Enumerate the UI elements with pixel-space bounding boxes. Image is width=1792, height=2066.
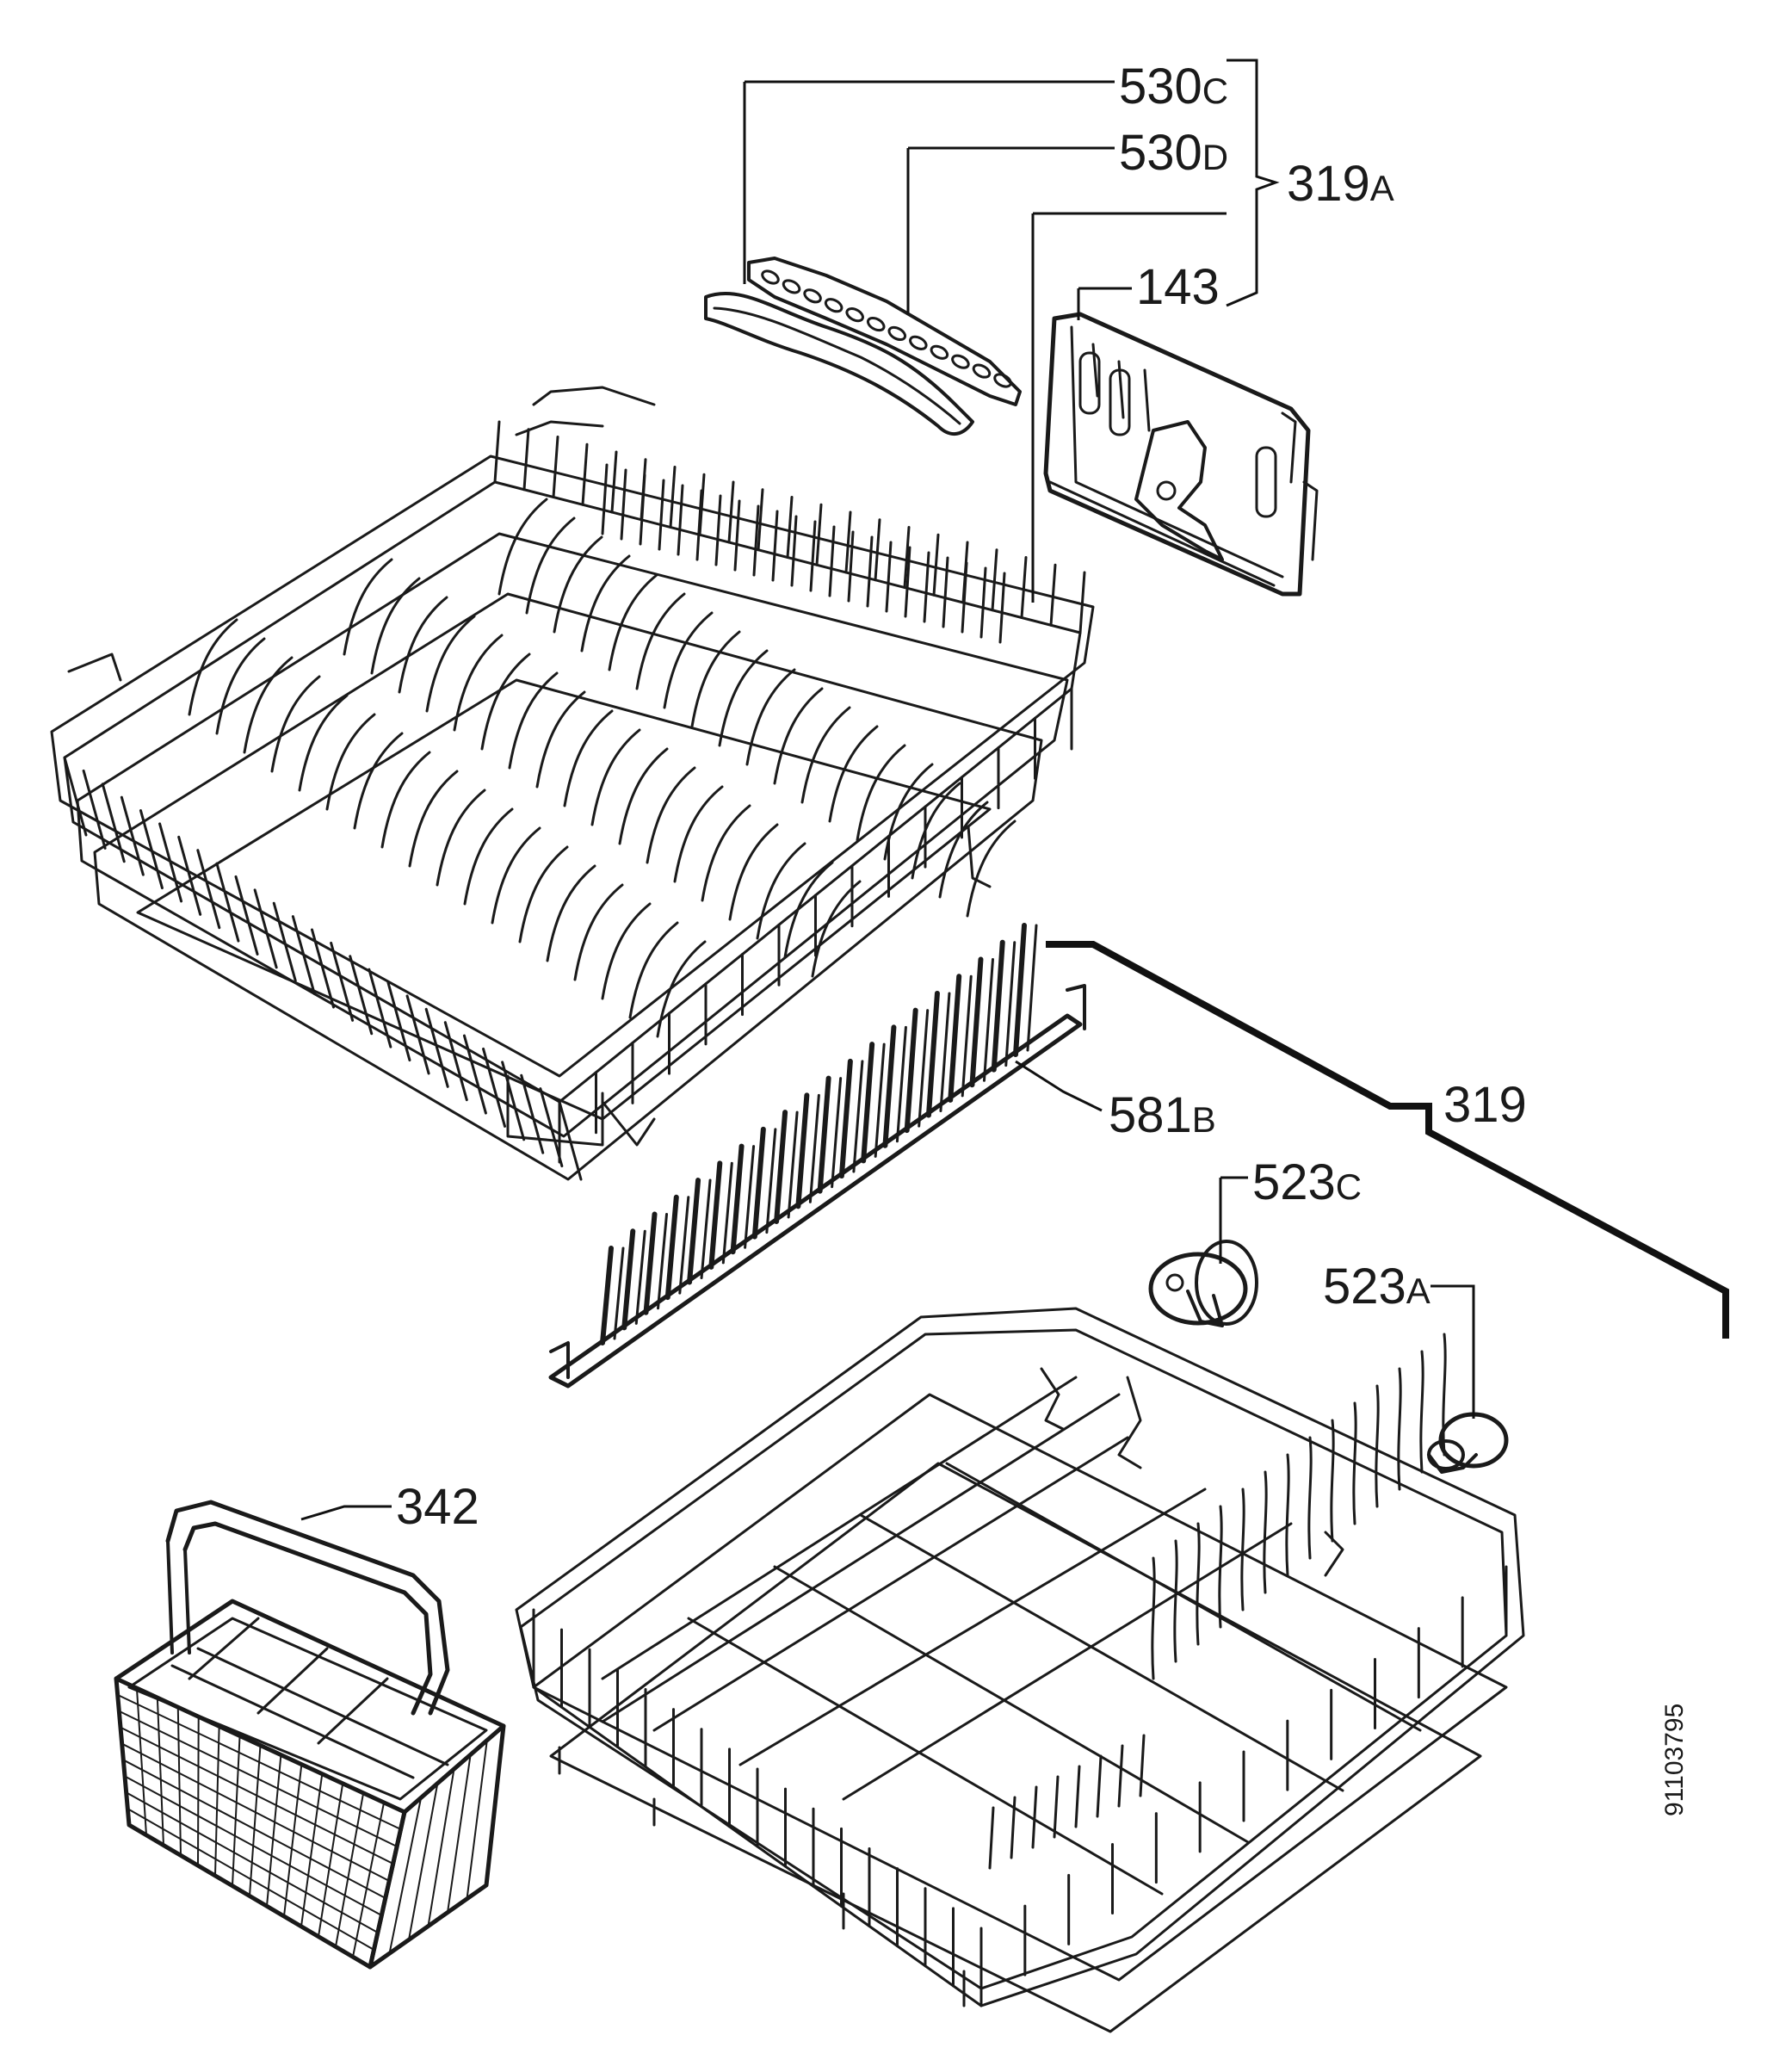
label-319a: 319A [1287, 156, 1394, 212]
upper-basket[interactable] [50, 386, 1095, 1181]
label-581b: 581B [1109, 1087, 1216, 1143]
part-342-cutlery-basket[interactable] [114, 1500, 506, 1970]
part-530d-chain[interactable] [747, 257, 1022, 406]
part-581b-tine-row[interactable] [548, 923, 1086, 1389]
lower-basket[interactable] [515, 1307, 1525, 2033]
label-523c: 523C [1252, 1154, 1362, 1210]
leader-523a [1431, 1284, 1475, 1419]
bracket-319 [1046, 941, 1729, 1339]
leader-530c [743, 80, 1115, 284]
leader-342 [300, 1505, 392, 1521]
label-319: 319 [1443, 1077, 1527, 1133]
leader-530d [906, 146, 1115, 314]
label-523a: 523A [1323, 1259, 1431, 1314]
brace-319a [1226, 59, 1280, 307]
part-530c-strip[interactable] [704, 292, 974, 436]
label-342: 342 [396, 1479, 479, 1535]
label-143: 143 [1136, 259, 1220, 315]
leader-523c [1219, 1176, 1248, 1264]
drawing-number: 91103795 [1660, 1704, 1689, 1816]
leader-lines [300, 59, 1729, 1521]
part-143-bracket[interactable] [1043, 312, 1319, 597]
leader-143 [1077, 287, 1132, 320]
leader-319a-rack [1031, 212, 1227, 603]
label-530d: 530D [1119, 125, 1228, 181]
leader-581b [1015, 1060, 1103, 1112]
part-523a-wheel[interactable] [1427, 1412, 1509, 1474]
part-523c-wheel[interactable] [1148, 1240, 1258, 1327]
part-labels: 530C 530D 319A 143 581B 319 523C 523A 34… [396, 59, 1689, 1816]
label-530c: 530C [1119, 59, 1228, 114]
